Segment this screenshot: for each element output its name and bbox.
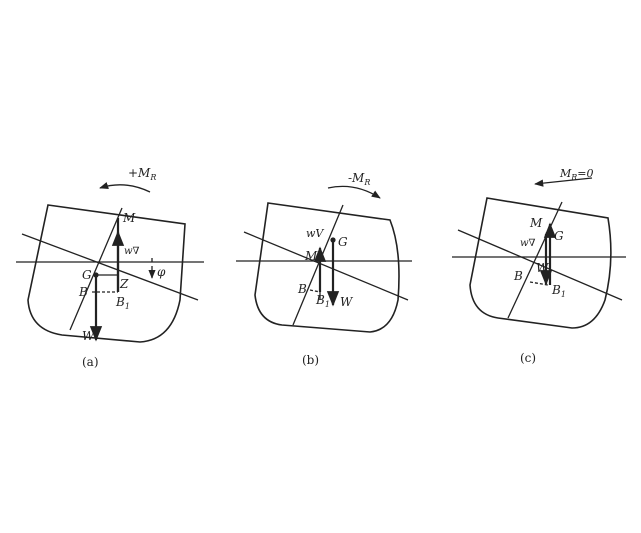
label-w-b: W [340,295,354,309]
label-z-a: Z [119,277,129,291]
label-b1-a: B1 [115,295,130,311]
moment-label-b: -MR [348,171,370,187]
label-m-c: M [529,216,543,230]
waterline-a [21,233,199,301]
caption-b: (b) [302,353,319,367]
hull-c [469,197,612,329]
g-point-b [330,237,336,243]
label-phi-a: φ [157,265,166,279]
panel-a: +MR M w∇ G Z B B1 φ W (a) [16,166,204,369]
label-g-c: G [554,229,564,243]
hull-a [27,204,186,343]
moment-label-c: MR=0 [559,167,594,182]
label-m-a: M [122,211,136,225]
hull-b [254,202,400,333]
label-w-c: W [536,261,550,275]
label-b-b: B [297,282,307,296]
label-b-a: B [78,285,88,299]
moment-arrow-b [327,185,381,199]
centreline-b [292,204,344,326]
label-wv-a: w∇ [124,246,140,257]
caption-a: (a) [82,355,99,369]
label-g-a: G [82,268,92,282]
g-point-a [93,272,99,278]
label-w-a: W [82,329,96,343]
label-wv-c: w∇ [520,238,536,249]
caption-c: (c) [520,351,536,365]
panel-b: -MR wV G M B B1 W (b) [236,171,412,367]
label-b1-c: B1 [551,283,566,299]
moment-arrow-a [99,182,151,193]
b-b1-line-b [309,289,321,293]
moment-label-a: +MR [128,166,156,182]
label-wv-b: wV [306,227,324,240]
centreline-a [69,207,123,331]
g-point-c [545,231,551,237]
b-b1-line-c [529,281,549,286]
waterline-c [457,229,623,301]
centreline-c [507,201,563,319]
waterline-b [243,231,409,301]
moment-arrow-c [534,177,593,187]
label-b1-b: B1 [315,293,330,309]
label-b-c: B [513,269,523,283]
label-g-b: G [338,235,348,249]
panel-c: MR=0 M G w∇ W B B1 (c) [452,167,626,365]
label-m-b: M [304,249,318,263]
